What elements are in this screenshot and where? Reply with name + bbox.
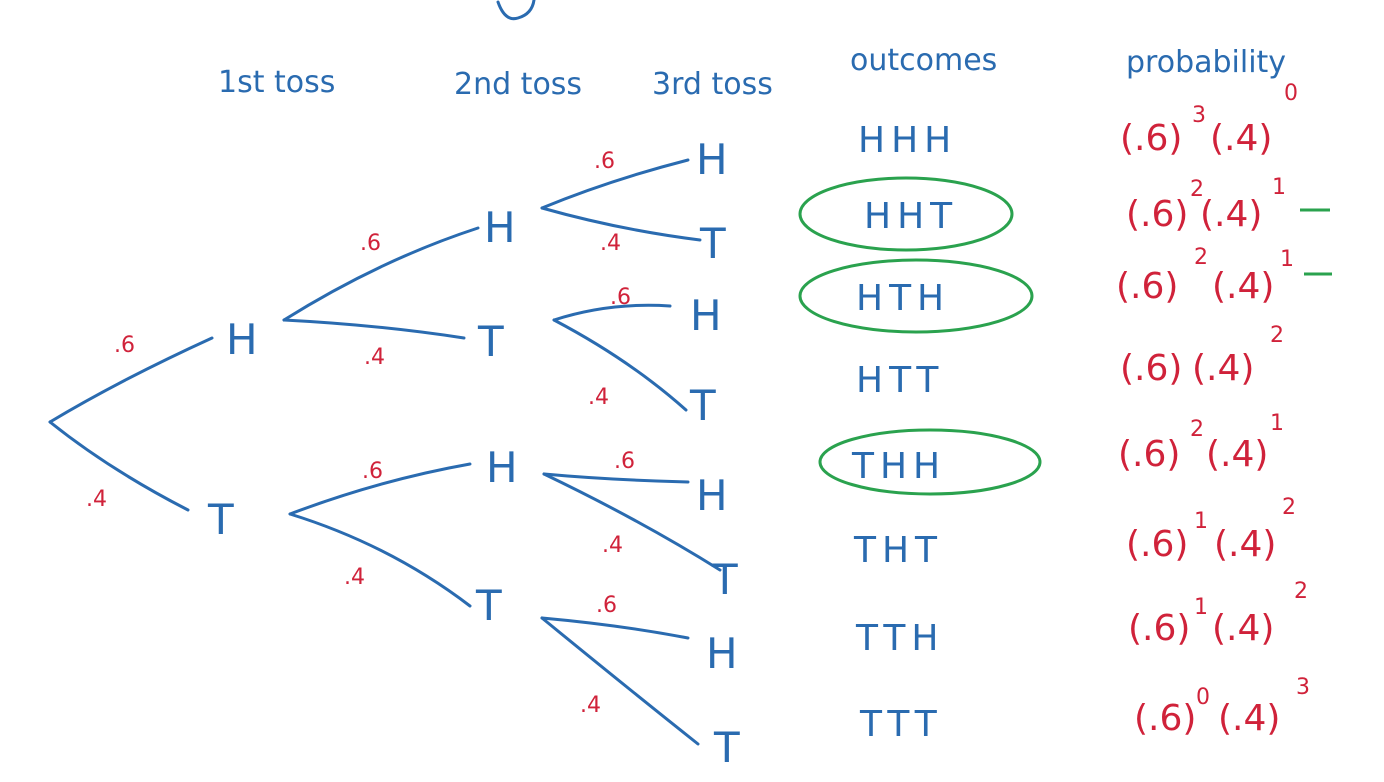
prob-1-exp-q: 0 — [1284, 81, 1298, 106]
header-toss3: 3rd toss — [652, 67, 773, 102]
prob-2-exp-q: 1 — [1272, 175, 1286, 200]
edge-t-th — [288, 462, 472, 516]
label-toss3-7: .6 — [596, 593, 617, 618]
prob-6-base-p: (.6) — [1126, 524, 1188, 565]
probability-row-3: (.6) 2 (.4) 1 — [1116, 245, 1294, 307]
edge-root-h — [48, 336, 214, 424]
prob-8-base-p: (.6) — [1134, 698, 1196, 739]
edge-th-thh — [542, 472, 690, 484]
probability-row-8: (.6) 0 (.4) 3 — [1134, 675, 1310, 739]
prob-6-base-q: (.4) — [1214, 524, 1276, 565]
node-toss3-3: H — [690, 291, 722, 340]
outcome-6: THT — [853, 530, 943, 571]
node-toss1-t: T — [207, 495, 234, 544]
prob-5-exp-q: 1 — [1270, 411, 1284, 436]
edge-ht-hth — [552, 303, 672, 322]
edge-h-hh — [282, 226, 480, 322]
node-toss3-5: H — [696, 471, 728, 520]
prob-4-exp-q: 2 — [1270, 323, 1284, 348]
prob-4-base-q: (.4) — [1192, 348, 1254, 389]
header-toss1: 1st toss — [218, 65, 335, 100]
outcome-4: HTT — [856, 360, 944, 401]
prob-7-base-p: (.6) — [1128, 608, 1190, 649]
header-probability: probability — [1126, 45, 1286, 80]
label-toss1-h: .6 — [114, 333, 135, 358]
label-toss3-3: .6 — [610, 285, 631, 310]
prob-7-exp-q: 2 — [1294, 579, 1308, 604]
prob-3-exp-p: 2 — [1194, 245, 1208, 270]
prob-3-base-q: (.4) — [1212, 266, 1274, 307]
label-toss3-8: .4 — [580, 693, 601, 718]
prob-5-base-q: (.4) — [1206, 434, 1268, 475]
edge-t-tt — [288, 512, 472, 608]
edge-hh-hht — [540, 206, 702, 242]
prob-7-base-q: (.4) — [1212, 608, 1274, 649]
node-toss3-2: T — [699, 219, 726, 268]
probability-row-1: (.6) 3 (.4) 0 — [1120, 81, 1298, 159]
prob-2-base-p: (.6) — [1126, 194, 1188, 235]
node-toss2-t1: T — [477, 317, 504, 366]
prob-2-exp-p: 2 — [1190, 177, 1204, 202]
outcome-1: HHH — [858, 120, 957, 161]
prob-3-exp-q: 1 — [1280, 247, 1294, 272]
probability-row-4: (.6) (.4) 2 — [1120, 323, 1284, 389]
node-toss3-1: H — [696, 135, 728, 184]
edge-hh-hhh — [540, 158, 690, 210]
prob-6-exp-q: 2 — [1282, 495, 1296, 520]
probability-row-2: (.6) 2 (.4) 1 — [1126, 175, 1286, 235]
header-outcomes: outcomes — [850, 43, 997, 78]
header-toss2: 2nd toss — [454, 67, 582, 102]
outcome-2: HHT — [864, 196, 958, 237]
edge-th-tht — [542, 472, 722, 572]
outcome-8: TTT — [859, 704, 943, 745]
prob-5-base-p: (.6) — [1118, 434, 1180, 475]
node-toss3-8: T — [713, 723, 740, 772]
label-toss3-1: .6 — [594, 149, 615, 174]
prob-7-exp-p: 1 — [1194, 595, 1208, 620]
label-toss3-5: .6 — [614, 449, 635, 474]
node-toss3-4: T — [689, 381, 716, 430]
highlight-ring-thh — [818, 428, 1042, 496]
label-toss3-2: .4 — [600, 231, 621, 256]
node-toss1-h: H — [226, 315, 258, 364]
node-toss2-h1: H — [484, 203, 516, 252]
prob-8-base-q: (.4) — [1218, 698, 1280, 739]
prob-3-base-p: (.6) — [1116, 266, 1178, 307]
probability-row-7: (.6) 1 (.4) 2 — [1128, 579, 1308, 649]
prob-8-exp-p: 0 — [1196, 685, 1210, 710]
prob-5-exp-p: 2 — [1190, 417, 1204, 442]
probability-row-5: (.6) 2 (.4) 1 — [1118, 411, 1284, 475]
prob-1-base-q: (.4) — [1210, 118, 1272, 159]
partial-circle-mark — [496, 0, 536, 21]
highlight-ring-hth — [798, 258, 1034, 334]
node-toss2-t2: T — [475, 581, 502, 630]
label-toss1-t: .4 — [86, 487, 107, 512]
outcome-5: THH — [851, 446, 946, 487]
label-toss3-6: .4 — [602, 533, 623, 558]
prob-1-base-p: (.6) — [1120, 118, 1182, 159]
prob-4-base-p: (.6) — [1120, 348, 1182, 389]
prob-8-exp-q: 3 — [1296, 675, 1310, 700]
edge-tt-tth — [540, 616, 690, 640]
node-toss3-6: T — [711, 555, 738, 604]
label-toss3-4: .4 — [588, 385, 609, 410]
edge-root-t — [48, 420, 190, 512]
node-toss2-h2: H — [486, 443, 518, 492]
prob-2-base-q: (.4) — [1200, 194, 1262, 235]
outcome-3: HTH — [856, 278, 950, 319]
outcome-7: TTH — [855, 618, 944, 659]
probability-row-6: (.6) 1 (.4) 2 — [1126, 495, 1296, 565]
label-toss2-ht: .4 — [364, 345, 385, 370]
label-toss2-hh: .6 — [360, 231, 381, 256]
node-toss3-7: H — [706, 629, 738, 678]
prob-6-exp-p: 1 — [1194, 509, 1208, 534]
label-toss2-th: .6 — [362, 459, 383, 484]
prob-1-exp-p: 3 — [1192, 103, 1206, 128]
edge-tt-ttt — [540, 616, 700, 746]
highlight-ring-hht — [798, 176, 1014, 252]
edge-h-ht — [282, 318, 466, 340]
label-toss2-tt: .4 — [344, 565, 365, 590]
edge-ht-htt — [552, 318, 688, 412]
